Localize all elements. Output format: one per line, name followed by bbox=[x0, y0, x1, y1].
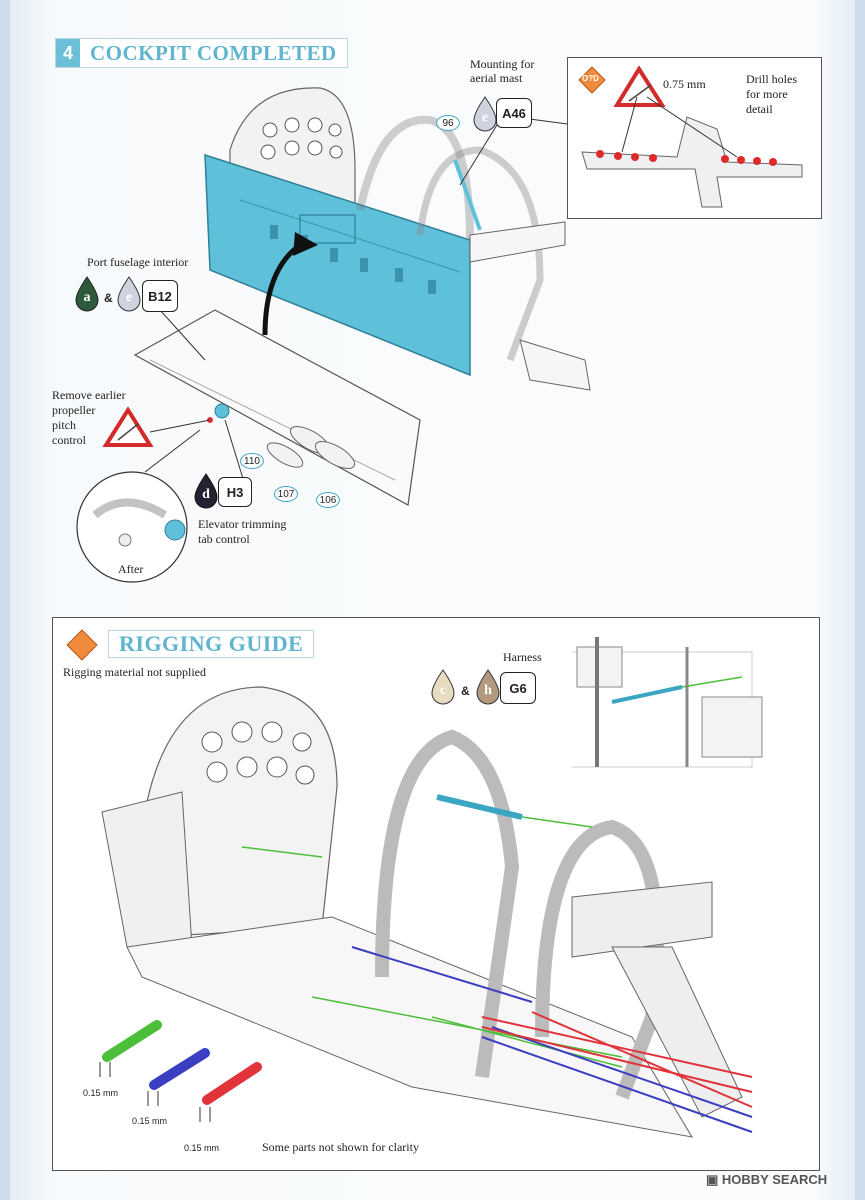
part-code-h3: H3 bbox=[218, 477, 252, 507]
step-header: 4 COCKPIT COMPLETED bbox=[55, 38, 348, 68]
rigging-and-symbol: & bbox=[461, 684, 470, 698]
hobby-search-watermark: ▣ HOBBY SEARCH bbox=[706, 1172, 827, 1188]
paint-drop-c-icon bbox=[431, 669, 455, 705]
paint-drop-h-icon bbox=[476, 669, 500, 705]
paint-drop-a-icon bbox=[75, 276, 99, 312]
paint-and-symbol: & bbox=[104, 291, 113, 305]
drill-symbol-icon: O?D bbox=[582, 74, 599, 83]
step-title: COCKPIT COMPLETED bbox=[90, 40, 337, 65]
after-label: After bbox=[118, 562, 144, 576]
remove-note-3: pitch bbox=[52, 418, 76, 432]
callout-110: 110 bbox=[240, 453, 264, 469]
callout-107: 107 bbox=[274, 486, 298, 502]
rigging-header: RIGGING GUIDE bbox=[108, 630, 315, 658]
paint-drop-e2-icon bbox=[117, 276, 141, 312]
port-fuselage-label: Port fuselage interior bbox=[87, 255, 189, 269]
part-code-g6: G6 bbox=[500, 672, 536, 704]
page-edge-left bbox=[0, 0, 10, 1200]
rig-gauge-red: 0.15 mm bbox=[184, 1143, 220, 1153]
part-code-a46: A46 bbox=[496, 98, 532, 128]
callout-106: 106 bbox=[316, 492, 340, 508]
cockpit-illustration bbox=[76, 87, 591, 583]
rigging-footnote: Some parts not shown for clarity bbox=[262, 1140, 419, 1154]
remove-note-4: control bbox=[52, 433, 86, 447]
rig-gauge-green: 0.15 mm bbox=[83, 1088, 119, 1098]
paint-code-h: h bbox=[484, 683, 492, 698]
rig-gauge-blue: 0.15 mm bbox=[132, 1116, 168, 1126]
callout-96: 96 bbox=[436, 115, 460, 131]
step-number: 4 bbox=[56, 39, 80, 67]
drill-note-1: Drill holes bbox=[746, 72, 797, 86]
rigging-note: Rigging material not supplied bbox=[63, 665, 206, 679]
paint-code-a: a bbox=[83, 290, 91, 305]
drill-note-3: detail bbox=[746, 102, 773, 116]
harness-label: Harness bbox=[503, 650, 542, 664]
remove-note-1: Remove earlier bbox=[52, 388, 126, 402]
remove-note-2: propeller bbox=[52, 403, 96, 417]
elevator-label-2: tab control bbox=[198, 532, 250, 546]
drill-inset-illustration bbox=[578, 65, 803, 208]
rigging-illustration bbox=[99, 637, 763, 1138]
drill-measure: 0.75 mm bbox=[663, 77, 706, 91]
paint-code-e2: e bbox=[125, 290, 133, 305]
paint-code-e: e bbox=[481, 110, 489, 125]
part-code-b12: B12 bbox=[142, 280, 178, 312]
drill-note-2: for more bbox=[746, 87, 788, 101]
paint-code-d: d bbox=[202, 487, 210, 502]
mounting-label-1: Mounting for bbox=[470, 57, 535, 71]
watermark-text: HOBBY SEARCH bbox=[721, 1172, 828, 1187]
elevator-label-1: Elevator trimming bbox=[198, 517, 287, 531]
rigging-title: RIGGING GUIDE bbox=[119, 631, 304, 656]
drill-warning-icon bbox=[66, 629, 98, 661]
warning-triangle-left bbox=[102, 406, 154, 447]
paint-drop-e-icon bbox=[473, 96, 497, 132]
paint-drop-d-icon bbox=[194, 473, 218, 509]
hobby-search-logo-icon: ▣ bbox=[706, 1172, 722, 1187]
paint-code-c: c bbox=[439, 683, 447, 698]
page-edge-right bbox=[855, 0, 865, 1200]
mounting-label-2: aerial mast bbox=[470, 71, 523, 85]
